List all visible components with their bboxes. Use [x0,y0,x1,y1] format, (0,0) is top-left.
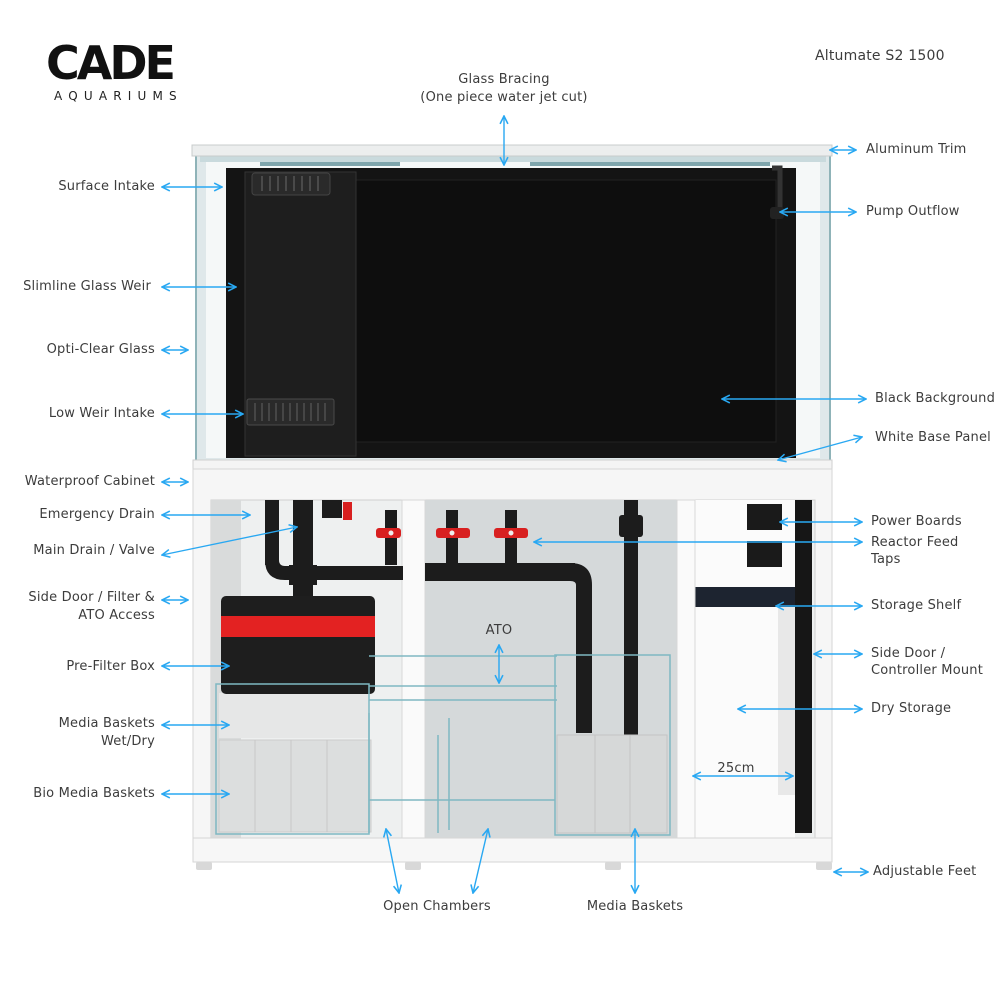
label-white-base-panel: White Base Panel [875,430,991,445]
label-surface-intake: Surface Intake [58,179,155,194]
label-black-background: Black Background [875,391,996,406]
label-media-baskets-wet-dry-2: Wet/Dry [100,734,155,749]
brand-subtitle: AQUARIUMS [54,89,183,103]
power-board [747,541,782,567]
pre-filter-box [221,596,375,694]
power-board [747,504,782,530]
label-storage-shelf: Storage Shelf [871,598,962,613]
plumbing [265,500,643,735]
label-ato: ATO [485,623,513,638]
label-waterproof-cabinet: Waterproof Cabinet [24,474,155,489]
label-open-chambers: Open Chambers [383,899,491,914]
label-side-door-filter-2: ATO Access [78,608,155,623]
label-reactor-feed-taps: Reactor Feed [871,535,959,550]
label-slimline-glass-weir: Slimline Glass Weir [23,279,151,294]
adjustable-foot [605,862,621,870]
label-power-boards: Power Boards [871,514,962,529]
annotation-arrows [162,116,868,893]
label-25cm: 25cm [717,761,755,776]
label-main-drain-valve: Main Drain / Valve [33,543,155,558]
label-side-door-filter: Side Door / Filter & [28,590,155,605]
label-glass-bracing-sub: (One piece water jet cut) [420,90,588,105]
brand-logo: CADE [46,36,176,90]
label-low-weir-intake: Low Weir Intake [48,406,155,421]
label-side-door-controller-2: Controller Mount [871,663,984,678]
model-name: Altumate S2 1500 [815,48,945,64]
label-aluminum-trim: Aluminum Trim [866,142,967,157]
label-side-door-controller: Side Door / [871,646,946,661]
label-adjustable-feet: Adjustable Feet [873,864,977,879]
label-reactor-feed-taps-2: Taps [871,552,901,567]
display-tank [191,144,833,463]
adjustable-foot [405,862,421,870]
label-glass-bracing: Glass Bracing [458,72,550,87]
label-bio-media-baskets: Bio Media Baskets [33,786,155,801]
label-pre-filter-box: Pre-Filter Box [66,659,155,674]
label-opti-clear-glass: Opti-Clear Glass [46,342,155,357]
label-emergency-drain: Emergency Drain [39,507,155,522]
label-dry-storage: Dry Storage [871,701,952,716]
label-media-baskets-wet-dry: Media Baskets [58,716,155,731]
sump [215,596,671,836]
label-media-baskets: Media Baskets [586,899,684,914]
storage-shelf [695,587,795,607]
label-pump-outflow: Pump Outflow [866,204,960,219]
adjustable-foot [816,862,832,870]
adjustable-foot [196,862,212,870]
side-door-controller-mount [795,500,812,833]
